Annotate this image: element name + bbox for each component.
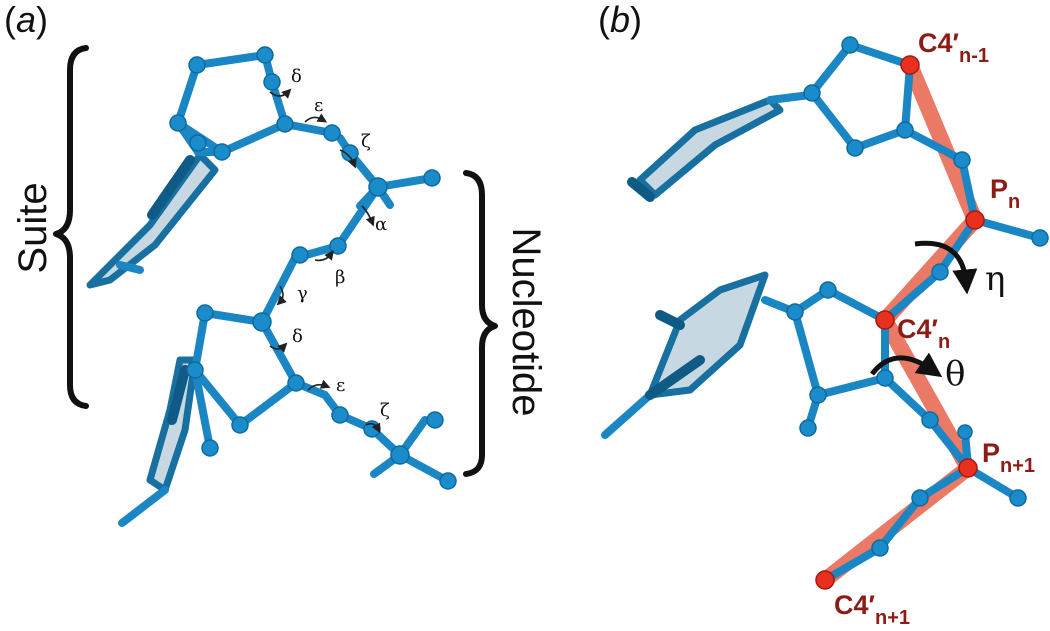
lower-sugar-backbone-b [786,281,1027,590]
torsion-arrows [269,88,381,434]
theta-arrow [870,352,943,378]
panel-a-label: (a) [4,0,48,40]
eta-arrow [914,240,978,295]
panel-b-label: (b) [598,0,642,40]
torsion-delta-2: δ [292,326,303,347]
upper-base-b [627,91,814,202]
pseudo-torsion-theta: θ [945,354,965,394]
torsion-epsilon-1: ε [314,95,323,116]
torsion-gamma: γ [297,283,308,304]
nucleotide-bracket [463,170,498,477]
torsion-zeta-2: ζ [380,400,390,421]
nucleotide-label: Nucleotide [504,227,548,416]
torsion-delta-1: δ [291,66,302,87]
label-c4-prev: C4′n-1 [918,28,989,67]
label-c4-next: C4′n+1 [834,590,910,629]
label-p-next: Pn+1 [982,438,1035,477]
suite-label: Suite [11,182,55,273]
torsion-epsilon-2: ε [336,375,345,396]
suite-bracket [53,45,89,409]
lower-base-b [601,271,799,439]
panel-b: (b) [598,0,1049,629]
upper-base [86,151,219,289]
torsion-beta: β [335,267,345,288]
label-c4-n: C4′n [897,314,950,353]
torsion-alpha: α [375,214,387,235]
torsion-zeta-1: ζ [361,131,371,152]
upper-sugar-backbone-b [803,36,1049,324]
label-p-n: Pn [990,174,1020,213]
upper-sugar-backbone [169,46,441,326]
pseudo-torsion-eta: η [985,259,1005,299]
lower-nucleotide [118,304,457,527]
panel-a: (a) Suite Nucleotide [4,0,548,527]
